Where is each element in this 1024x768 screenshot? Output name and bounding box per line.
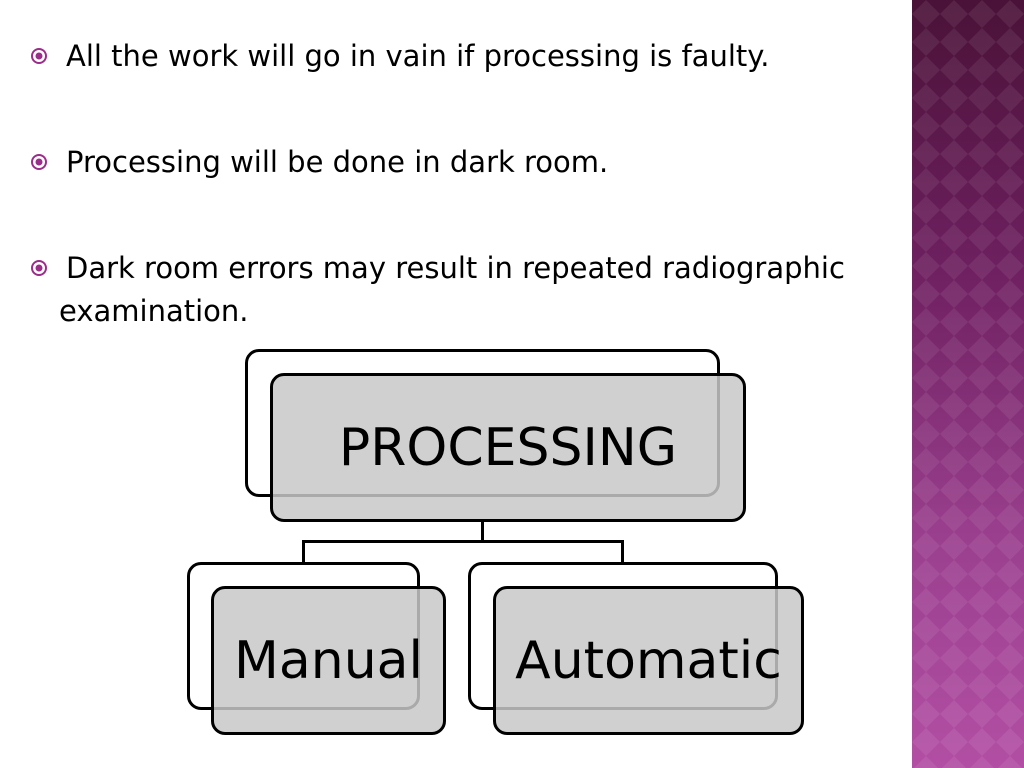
connector-line [302,540,305,564]
root-node: PROCESSING [270,373,746,522]
circle-bullet-icon [31,260,47,276]
connector-line [302,540,624,543]
connector-line [481,520,484,542]
child-node-manual: Manual [211,586,446,735]
child-node-label: Automatic [515,630,782,691]
bullet-text-line1: Dark room errors may result in repeated … [66,251,845,285]
root-node-back [245,349,720,497]
decorative-side-band [912,0,1024,768]
bullet-text: Processing will be done in dark room. [66,145,609,179]
bullet-text-line2: examination. [59,294,249,328]
diamond-pattern [912,0,1024,768]
child-node-label: Manual [234,630,423,691]
circle-bullet-icon [31,48,47,64]
root-node-label: PROCESSING [338,417,678,478]
bullet-text: All the work will go in vain if processi… [66,39,770,73]
child-node-automatic: Automatic [493,586,804,735]
circle-bullet-icon [31,154,47,170]
connector-line [621,540,624,564]
child-node-back [187,562,420,710]
child-node-back [468,562,778,710]
